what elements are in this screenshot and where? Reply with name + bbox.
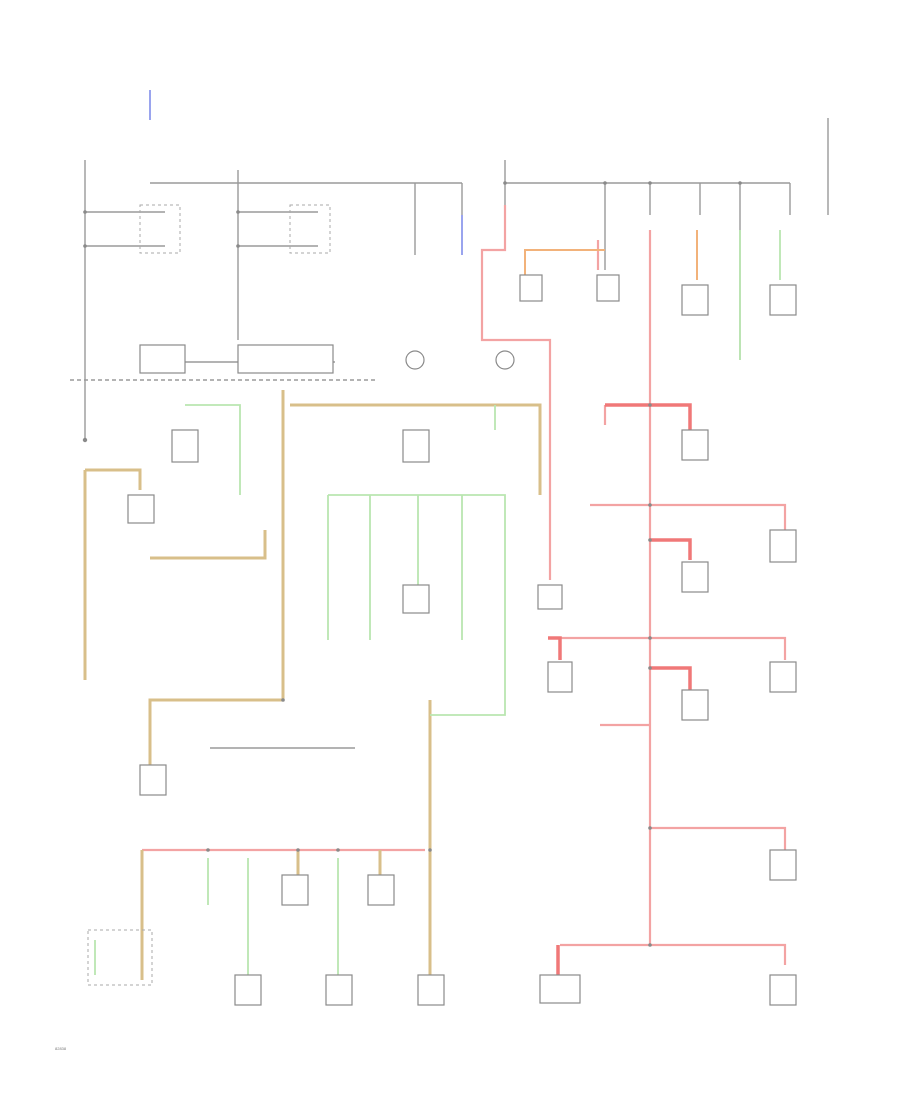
module-top-1 (519, 274, 543, 302)
tan-left-feed (85, 468, 142, 490)
module-bottom-2 (367, 874, 395, 906)
diagram-footer-code: 82838 (55, 1046, 67, 1051)
pink-branches (560, 403, 787, 965)
pink-main-vertical (596, 230, 652, 945)
components (87, 204, 797, 1006)
module-bottom-6 (539, 974, 581, 1004)
junction-nodes (82, 181, 742, 947)
lamp-left-icon (405, 350, 425, 370)
module-bottom-3 (234, 974, 262, 1006)
relay-left (139, 204, 181, 254)
module-bottom-left (87, 929, 153, 986)
orange-wires (524, 230, 698, 280)
module-left-2 (127, 494, 155, 524)
module-right-2 (769, 529, 797, 563)
fuse-box-a (139, 344, 186, 374)
module-right-5 (769, 661, 797, 693)
module-right-4 (547, 661, 573, 693)
module-bottom-5 (417, 974, 445, 1006)
fuse-drops (414, 183, 741, 360)
module-top-3 (681, 284, 709, 316)
module-right-7 (769, 849, 797, 881)
module-center-1 (402, 429, 430, 463)
colored-circuit-wires (83, 90, 787, 980)
tan-wires (140, 390, 542, 980)
module-right-1 (681, 429, 709, 461)
module-left-1 (171, 429, 199, 463)
light-green-wires (185, 404, 506, 716)
module-top-2 (596, 274, 620, 302)
module-right-3 (681, 561, 709, 593)
relay-right (289, 204, 331, 254)
module-bottom-1 (281, 874, 309, 906)
module-bottom-7 (769, 974, 797, 1006)
pink-feed-center (480, 205, 552, 580)
module-top-4 (769, 284, 797, 316)
light-green-branches (94, 230, 781, 975)
module-center-3 (537, 584, 563, 610)
module-bottom-4 (325, 974, 353, 1006)
fuse-box-b (237, 344, 334, 374)
module-center-2 (402, 584, 430, 614)
relay-cross-wires (85, 211, 318, 247)
blue-wires (149, 90, 463, 255)
module-right-6 (681, 689, 709, 721)
module-left-3 (139, 764, 167, 796)
lamp-right-icon (495, 350, 515, 370)
pink-heavy-branches (548, 403, 692, 975)
